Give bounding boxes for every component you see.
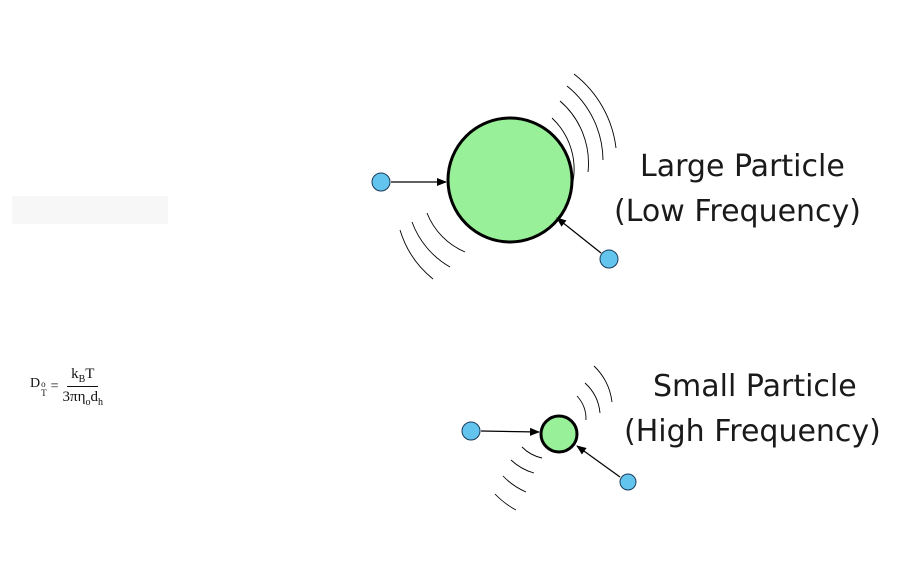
solvent-molecule-left [371, 172, 391, 192]
eq-denominator: 3πηodh [63, 387, 103, 408]
vibration-arc [399, 229, 434, 280]
eq-numerator: kBT [67, 366, 99, 387]
eq-symbol-d: D [30, 376, 41, 391]
vibration-arc [584, 382, 601, 414]
eq-superscript: o [41, 379, 46, 389]
small-vibration-arcs-upper [576, 365, 613, 421]
large-particle-group [371, 73, 619, 280]
small-particle [539, 414, 579, 454]
solvent-molecule-lower-right [619, 473, 637, 491]
eq-t: T [85, 366, 95, 382]
large-particle-label-line2: (Low Frequency) [614, 194, 862, 229]
eq-eta-sub: o [85, 397, 91, 408]
vibration-arc [426, 212, 466, 253]
eq-d-sub: h [97, 397, 103, 408]
eq-sup-sub: o T [41, 380, 47, 398]
eq-k-sub: B [78, 374, 86, 385]
small-particle-group [461, 365, 637, 511]
solvent-molecule-left [461, 421, 481, 441]
eq-fraction: kBT 3πηodh [63, 366, 103, 408]
equation-lhs: D o T [30, 376, 47, 398]
vibration-arc [494, 493, 517, 511]
eq-subscript: T [41, 388, 47, 398]
eq-d: d [90, 389, 98, 405]
large-particle [446, 116, 574, 244]
vibration-arc [593, 365, 613, 403]
eq-equals: = [50, 379, 59, 394]
small-particle-label-line1: Small Particle [653, 369, 857, 404]
solvent-molecule-lower-right [599, 249, 619, 269]
small-particle-label-line2: (High Frequency) [624, 414, 881, 449]
vibration-arc [573, 73, 617, 149]
vibration-arc [411, 221, 451, 268]
vibration-arc [510, 459, 535, 474]
small-vibration-arcs-lower [494, 446, 543, 511]
collision-arrow-lower-right [556, 217, 602, 254]
vibration-arc [521, 446, 543, 459]
large-vibration-arcs-lower [399, 212, 466, 280]
collision-arrow-left [480, 427, 540, 436]
vibration-arc [576, 395, 587, 421]
vibration-arc [502, 475, 527, 493]
vibration-arc [566, 85, 604, 161]
eq-k: k [71, 366, 79, 382]
faint-background-artifact [12, 196, 168, 224]
vibration-arc [559, 100, 589, 173]
eq-3-pi-eta: 3πη [62, 389, 86, 405]
large-particle-label-line1: Large Particle [640, 149, 845, 184]
stokes-einstein-equation: D o T = kBT 3πηodh [30, 366, 103, 408]
collision-arrow-lower-right [576, 445, 621, 478]
